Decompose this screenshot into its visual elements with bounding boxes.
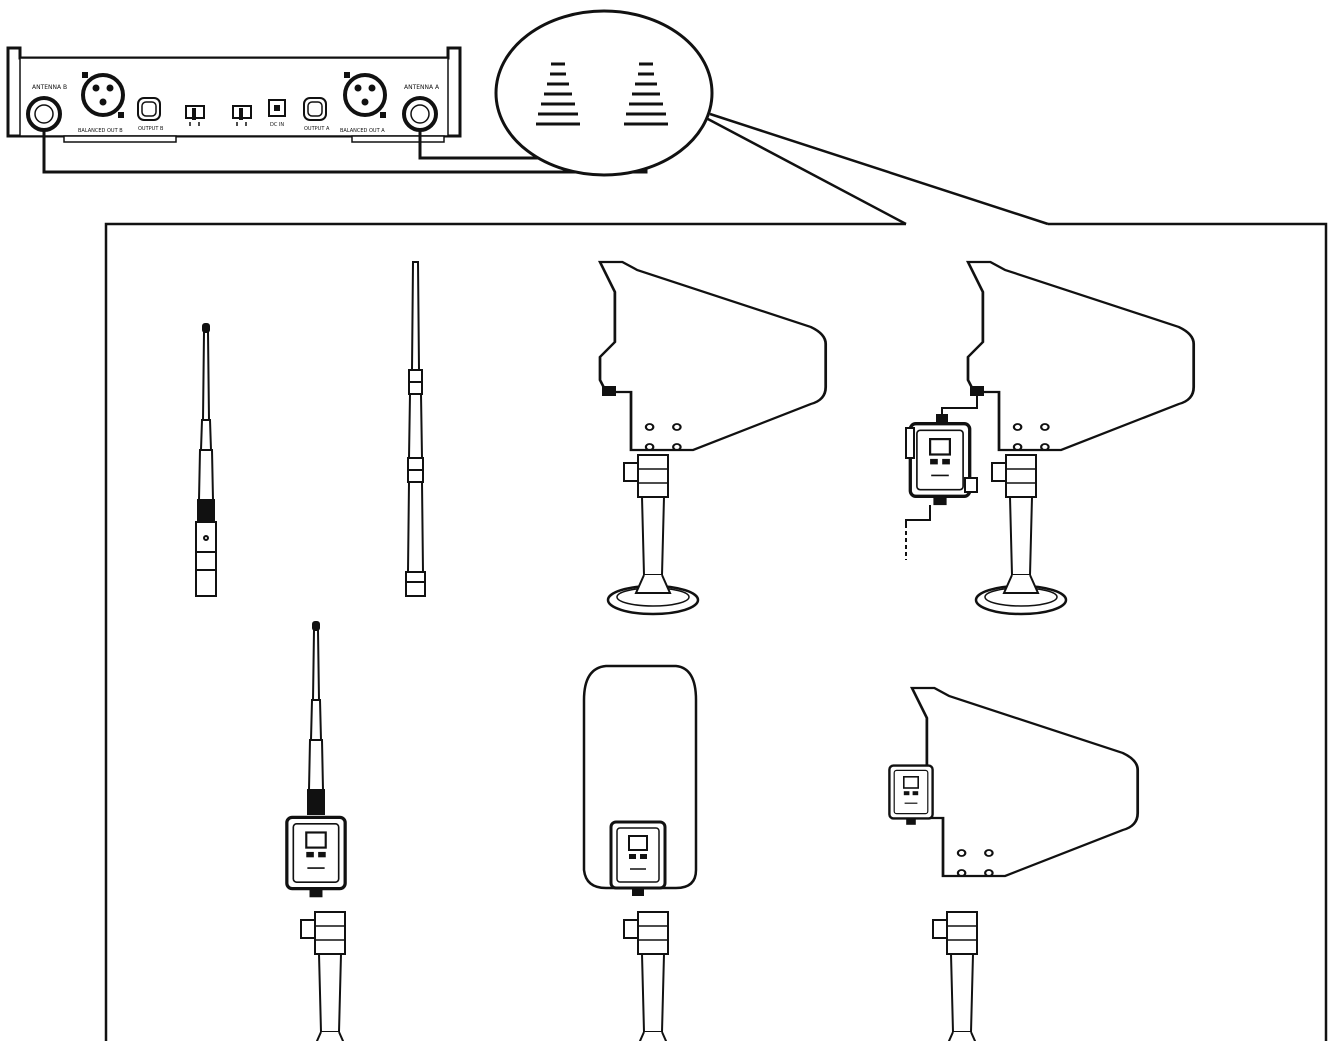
antenna-callout [496, 11, 712, 175]
flat-panel-antenna-with-booster-on-stand [584, 666, 698, 1041]
output-a-jack [304, 98, 326, 120]
balanced-out-a-connector [344, 72, 386, 118]
whip-antenna-with-booster-on-stand [285, 622, 375, 1041]
power-jack [269, 100, 285, 116]
callout-leader-lines [706, 114, 1048, 224]
antenna-b-label: ANTENNA B [32, 84, 67, 91]
paddle-antenna-with-side-booster-on-stand [889, 688, 1137, 1041]
output-b-jack [138, 98, 160, 120]
antenna-b-connector [28, 98, 60, 130]
paddle-antenna-with-booster-on-stand [906, 262, 1194, 614]
paddle-antenna-on-stand [600, 262, 826, 614]
receiver-rear-panel: ANTENNA B BALANCED OUT B OUTPUT B [8, 48, 460, 142]
whip-antenna [196, 324, 216, 596]
balanced-out-b-label: BALANCED OUT B [78, 128, 123, 134]
balanced-out-a-label: BALANCED OUT A [340, 128, 385, 134]
antenna-a-connector [404, 98, 436, 130]
antenna-a-label: ANTENNA A [404, 84, 440, 91]
output-a-label: OUTPUT A [304, 126, 330, 132]
balanced-out-b-connector [82, 72, 124, 118]
output-b-label: OUTPUT B [138, 126, 164, 132]
power-label: DC IN [270, 122, 284, 128]
telescopic-antenna [406, 262, 425, 596]
